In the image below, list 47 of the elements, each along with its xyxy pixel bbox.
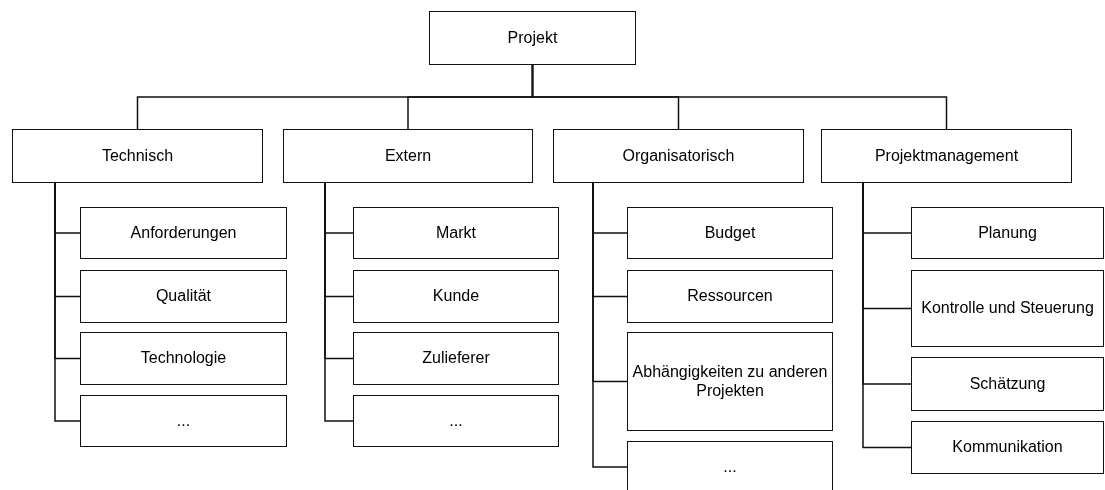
item-box	[353, 270, 559, 323]
box-label: Abhängigkeiten zu anderen Projekten	[631, 363, 829, 400]
root-box	[429, 11, 636, 65]
box-label: Budget	[703, 223, 757, 243]
box-label: Projekt	[506, 28, 559, 48]
connector-line	[54, 182, 81, 422]
box-label: Kommunikation	[951, 438, 1064, 457]
item-box	[627, 332, 833, 431]
item-box	[911, 207, 1104, 259]
box-label: Qualität	[154, 287, 213, 306]
item-box	[80, 270, 287, 323]
box-label: Kontrolle und Steuerung	[920, 299, 1095, 318]
connector-line	[592, 182, 628, 468]
category-box	[553, 129, 804, 183]
item-box	[353, 207, 559, 259]
item-box	[627, 207, 833, 259]
item-box	[80, 395, 287, 447]
box-label: Kunde	[431, 287, 481, 306]
box-label: Technisch	[100, 146, 175, 166]
item-box	[80, 332, 287, 385]
box-label: Ressourcen	[686, 287, 774, 306]
item-box	[627, 441, 833, 490]
connector-line	[862, 182, 912, 449]
category-box	[12, 129, 263, 183]
item-box	[911, 357, 1104, 411]
box-label: ...	[175, 411, 192, 431]
category-box	[821, 129, 1072, 183]
box-label: Zulieferer	[421, 349, 491, 368]
item-box	[80, 207, 287, 259]
box-label: Projektmanagement	[873, 146, 1020, 166]
box-label: Organisatorisch	[621, 146, 736, 166]
box-label: Planung	[977, 223, 1038, 243]
item-box	[627, 270, 833, 323]
box-label: Extern	[383, 146, 433, 166]
item-box	[353, 395, 559, 447]
connector-line	[531, 64, 948, 130]
box-label: Markt	[435, 223, 477, 243]
item-box	[911, 270, 1104, 347]
box-label: ...	[722, 457, 738, 477]
category-box	[283, 129, 533, 183]
box-label: ...	[448, 411, 464, 431]
item-box	[353, 332, 559, 385]
box-label: Technologie	[139, 349, 228, 368]
item-box	[911, 421, 1104, 474]
connector-line	[324, 182, 354, 422]
box-label: Anforderungen	[129, 223, 238, 243]
box-label: Schätzung	[968, 374, 1047, 394]
